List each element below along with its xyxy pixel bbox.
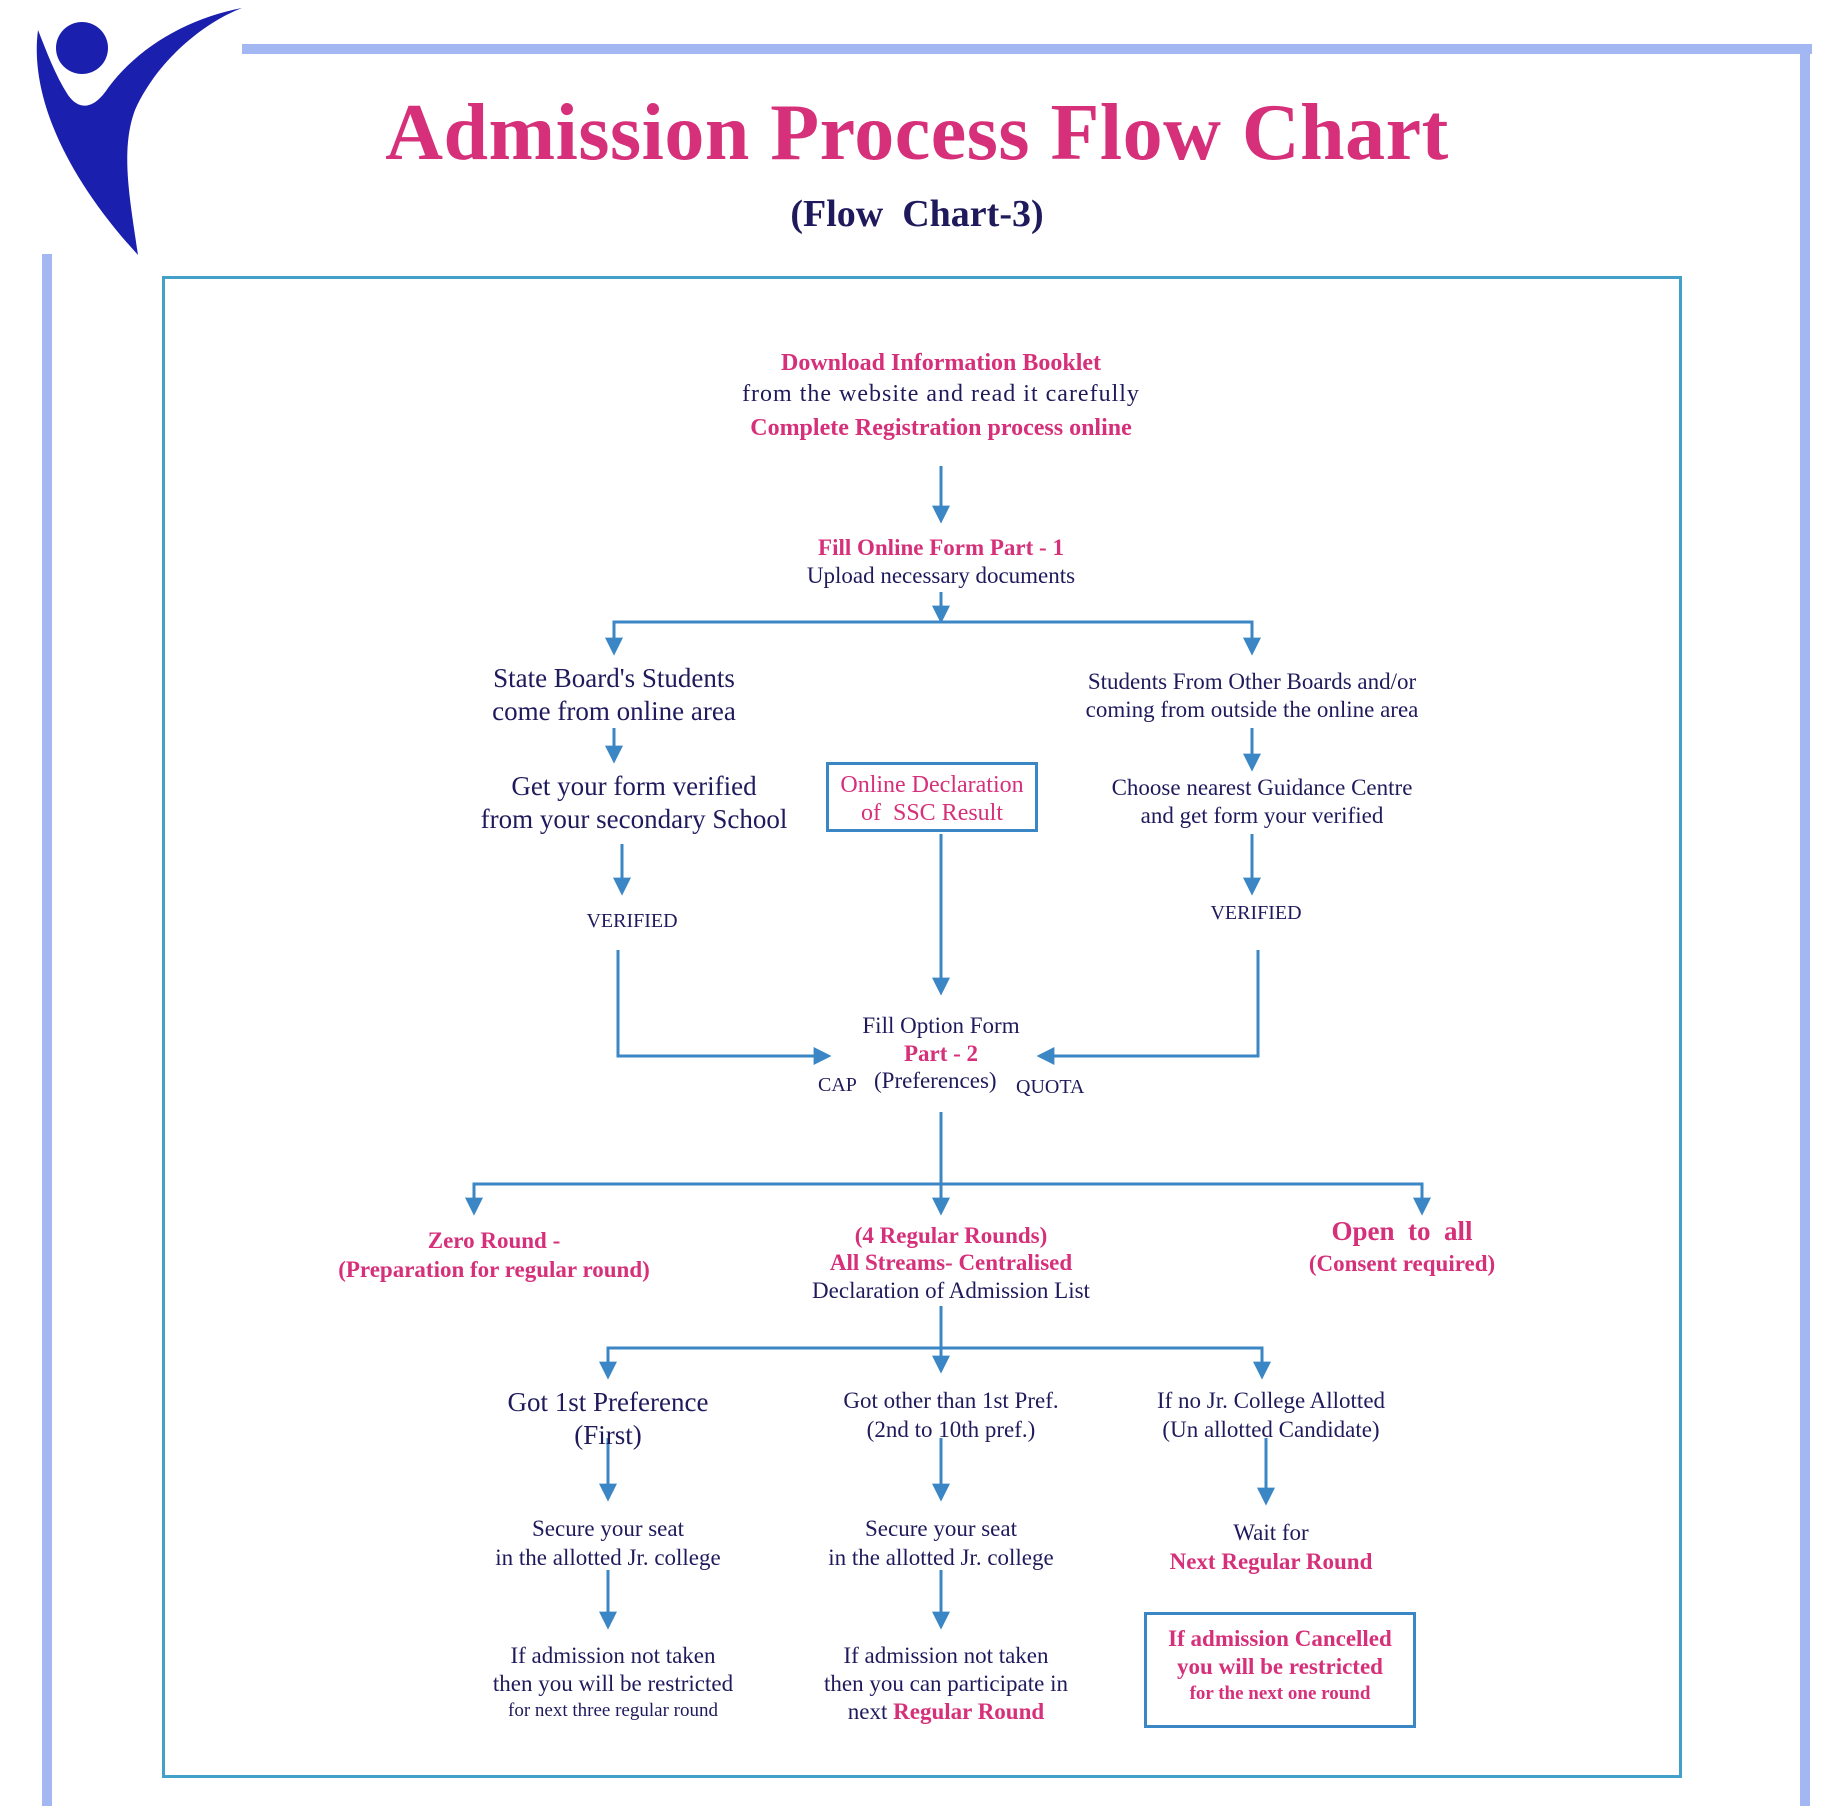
option-quota-label: QUOTA (1016, 1076, 1085, 1098)
node-regular-rounds: (4 Regular Rounds) All Streams- Centrali… (761, 1222, 1141, 1305)
restrict2-line3-prefix: next (847, 1699, 894, 1724)
state-line1: State Board's Students (493, 663, 735, 693)
open-line1: Open to all (1331, 1216, 1473, 1246)
got1-line2: (First) (574, 1420, 642, 1450)
node-ssc-declaration: Online Declaration of SSC Result (826, 762, 1038, 832)
arrow-verified-left-to-option (616, 950, 832, 1065)
node-verify-school: Get your form verified from your seconda… (454, 770, 814, 836)
node-guidance-centre: Choose nearest Guidance Centre and get f… (1062, 774, 1462, 830)
restrict2-line1: If admission not taken (843, 1643, 1049, 1668)
node-other-boards: Students From Other Boards and/or coming… (1042, 668, 1462, 724)
option-line1: Fill Option Form (862, 1013, 1020, 1038)
flowchart-frame (162, 276, 1682, 1778)
download-line1: Download Information Booklet (780, 350, 1102, 376)
node-no-college: If no Jr. College Allotted (Un allotted … (1116, 1386, 1426, 1444)
nocollege-line1: If no Jr. College Allotted (1156, 1388, 1386, 1413)
ssc-line2: of SSC Result (860, 800, 1004, 826)
page-title: Admission Process Flow Chart (385, 89, 1449, 177)
node-open-to-all: Open to all (Consent required) (1262, 1214, 1542, 1280)
node-participate-next-round: If admission not taken then you can part… (791, 1642, 1101, 1726)
split-line-2 (472, 1182, 1431, 1216)
node-got-first-pref: Got 1st Preference (First) (458, 1386, 758, 1452)
secure1-line1: Secure your seat (532, 1516, 684, 1541)
node-secure-seat-2: Secure your seat in the allotted Jr. col… (791, 1514, 1091, 1572)
node-got-other-pref: Got other than 1st Pref. (2nd to 10th pr… (801, 1386, 1101, 1444)
cancel-line3: for the next one round (1189, 1683, 1371, 1704)
frame-left-line (42, 254, 52, 1806)
cancel-line1: If admission Cancelled (1168, 1626, 1392, 1651)
arrow-verified-right-to-option (1036, 950, 1260, 1065)
restrict1-line3: for next three regular round (508, 1700, 718, 1721)
split-line-3 (606, 1346, 1271, 1380)
gotother-line1: Got other than 1st Pref. (843, 1388, 1059, 1413)
other-line2: coming from outside the online area (1085, 697, 1419, 722)
secure2-line1: Secure your seat (865, 1516, 1017, 1541)
state-line2: come from online area (492, 696, 736, 726)
node-secure-seat-1: Secure your seat in the allotted Jr. col… (458, 1514, 758, 1572)
wait-line1: Wait for (1233, 1520, 1309, 1545)
regular-line2: All Streams- Centralised (829, 1250, 1073, 1275)
guidance-line2: and get form your verified (1140, 803, 1384, 828)
verify-school-line1: Get your form verified (511, 771, 757, 801)
split-line-1 (612, 620, 1261, 656)
restrict2-line3-highlight: Regular Round (893, 1699, 1045, 1724)
wait-line2: Next Regular Round (1169, 1549, 1373, 1574)
verified-left-label: VERIFIED (586, 910, 678, 932)
download-line3: Complete Registration process online (750, 415, 1132, 441)
verified-right-label: VERIFIED (1210, 902, 1302, 924)
secure2-line2: in the allotted Jr. college (828, 1545, 1054, 1570)
part1-line1: Fill Online Form Part - 1 (818, 535, 1064, 560)
secure1-line2: in the allotted Jr. college (495, 1545, 721, 1570)
restrict1-line1: If admission not taken (510, 1643, 716, 1668)
gotother-line2: (2nd to 10th pref.) (866, 1417, 1036, 1442)
node-fill-form-part1: Fill Online Form Part - 1 Upload necessa… (741, 534, 1141, 590)
guidance-line1: Choose nearest Guidance Centre (1111, 775, 1413, 800)
node-admission-cancelled: If admission Cancelled you will be restr… (1144, 1612, 1416, 1728)
restrict1-line2: then you will be restricted (492, 1671, 734, 1696)
option-cap-label: CAP (818, 1074, 857, 1096)
page-subtitle: (Flow Chart-3) (790, 193, 1044, 235)
cancel-line2: you will be restricted (1177, 1654, 1383, 1679)
option-line2: Part - 2 (903, 1041, 979, 1066)
node-restrict-three-rounds: If admission not taken then you will be … (458, 1642, 768, 1724)
download-line2: from the website and read it carefully (742, 381, 1140, 407)
zero-line2: (Preparation for regular round) (338, 1257, 650, 1282)
node-option-form: Fill Option Form Part - 2 (811, 1012, 1071, 1068)
zero-line1: Zero Round - (427, 1228, 561, 1253)
got1-line1: Got 1st Preference (507, 1387, 709, 1417)
nocollege-line2: (Un allotted Candidate) (1162, 1417, 1380, 1442)
ssc-line1: Online Declaration (840, 772, 1024, 798)
other-line1: Students From Other Boards and/or (1087, 669, 1417, 694)
node-wait-next-round: Wait for Next Regular Round (1116, 1518, 1426, 1576)
restrict2-line2: then you can participate in (824, 1671, 1068, 1696)
restrict2-line3: next Regular Round (791, 1698, 1101, 1726)
option-preferences-label: (Preferences) (874, 1068, 997, 1093)
regular-line1: (4 Regular Rounds) (854, 1223, 1048, 1248)
node-zero-round: Zero Round - (Preparation for regular ro… (294, 1226, 694, 1284)
frame-top-line (242, 44, 1812, 54)
frame-right-line (1800, 44, 1810, 1806)
verify-school-line2: from your secondary School (480, 804, 788, 834)
open-line2: (Consent required) (1308, 1251, 1496, 1276)
part1-line2: Upload necessary documents (806, 563, 1076, 588)
node-download-booklet: Download Information Booklet from the we… (641, 348, 1241, 446)
node-state-board: State Board's Students come from online … (444, 662, 784, 728)
regular-line3: Declaration of Admission List (812, 1278, 1090, 1303)
person-swoosh-logo (36, 8, 243, 255)
